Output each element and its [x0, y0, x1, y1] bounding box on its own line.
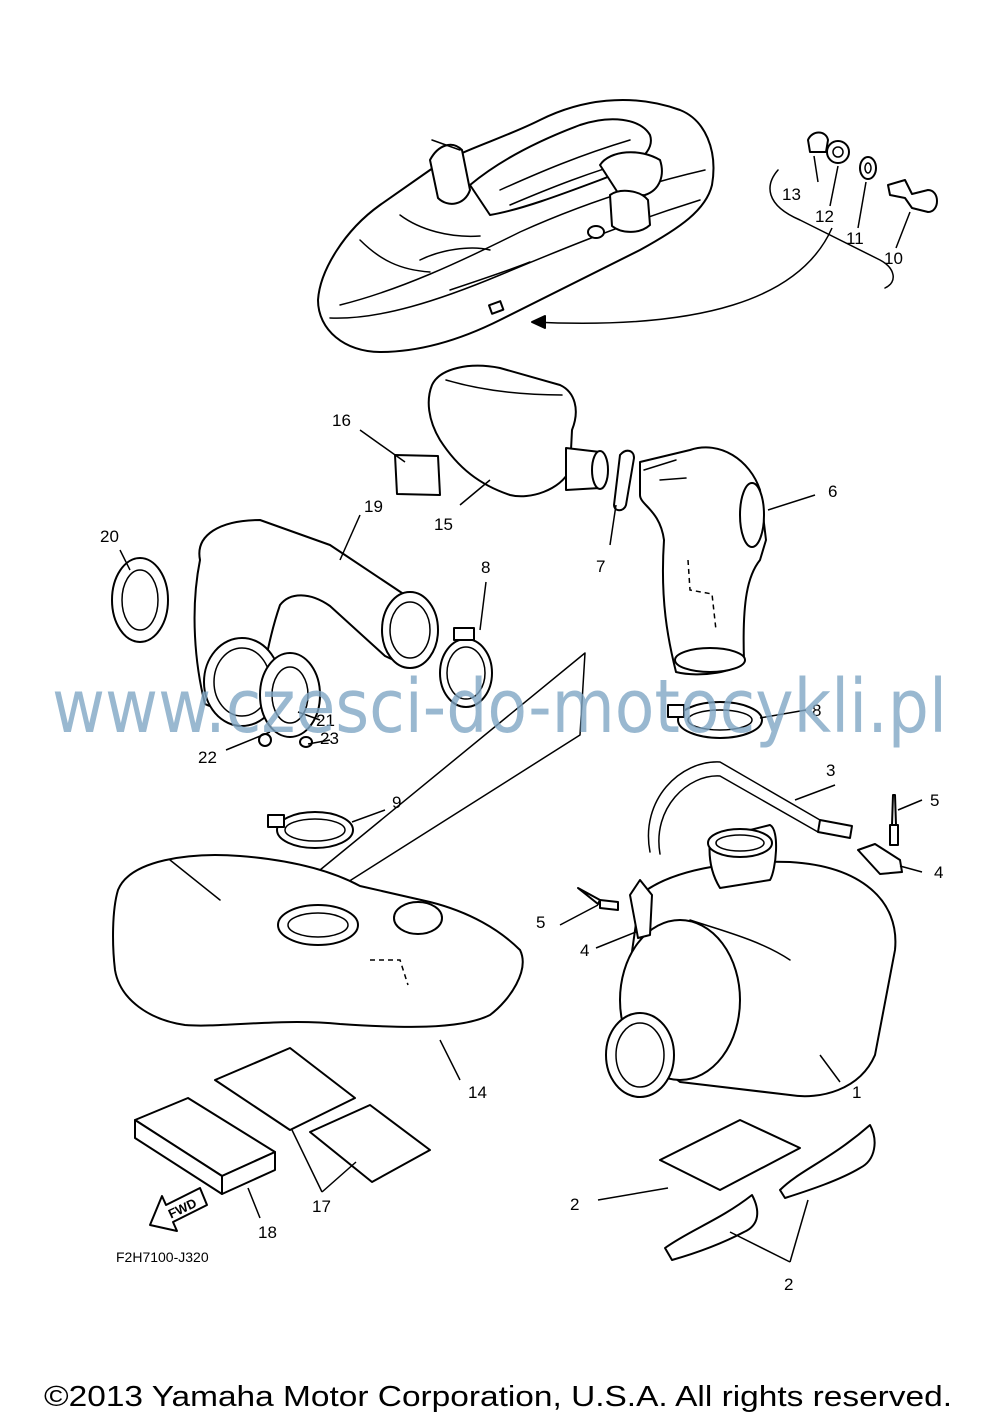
band-3: [647, 761, 853, 855]
airbox-1: [605, 824, 897, 1098]
block-18: [134, 1097, 276, 1195]
callout-12: 12: [815, 207, 834, 226]
washer-11: [859, 156, 877, 180]
callout-2: 2: [570, 1195, 579, 1214]
diagram-code: F2H7100-J320: [116, 1249, 209, 1265]
callout-21: 21: [316, 711, 335, 730]
callout-14: 14: [468, 1083, 487, 1102]
pad-16: [394, 454, 441, 496]
callout-15: 15: [434, 515, 453, 534]
clamp-8-left: [439, 627, 493, 708]
callout-18: 18: [258, 1223, 277, 1242]
callout-4: 4: [934, 863, 943, 882]
silencer-box-15: [394, 364, 609, 498]
callout-5: 5: [930, 791, 939, 810]
plate-21: [258, 652, 321, 748]
callout-9: 9: [392, 793, 401, 812]
callout-20: 20: [100, 527, 119, 546]
callout-1: 1: [852, 1083, 861, 1102]
callout-7: 7: [596, 557, 605, 576]
callout-16: 16: [332, 411, 351, 430]
nut-12: [826, 140, 850, 164]
clamp-7: [613, 449, 635, 512]
chamber-14: [112, 854, 524, 1028]
pads-2: [659, 1119, 876, 1261]
callout-11: 11: [846, 229, 864, 248]
clamp-9: [267, 811, 354, 849]
watermark: www.czesci-do-motocykli.pl: [52, 664, 947, 750]
callout-17: 17: [312, 1197, 331, 1216]
callout-22: 22: [198, 748, 217, 767]
bracket-4-right: [857, 794, 903, 875]
clamp-8-right: [667, 701, 763, 739]
callout-8: 8: [481, 558, 490, 577]
callout-13: 13: [782, 185, 801, 204]
callout-8: 8: [812, 701, 821, 720]
clip-13: [807, 131, 829, 153]
callout-10: 10: [884, 249, 903, 268]
callout-3: 3: [826, 761, 835, 780]
drain-plug-inset: [531, 131, 938, 329]
bracket-4-left: [577, 879, 653, 939]
fwd-arrow: FWD: [149, 1187, 208, 1232]
callout-4: 4: [580, 941, 589, 960]
leader-lines: [119, 155, 923, 1263]
callout-5: 5: [536, 913, 545, 932]
copyright-notice: ©2013 Yamaha Motor Corporation, U.S.A. A…: [44, 1381, 952, 1413]
callout-2: 2: [784, 1275, 793, 1294]
hose-6: [639, 446, 767, 676]
callout-19: 19: [364, 497, 383, 516]
drain-plug-10: [887, 179, 938, 213]
callout-numbers: 1 2 2 3 4 4 5 5 6 7 8 8 9 10 11 12 13 14…: [100, 185, 943, 1294]
ring-20: [111, 557, 169, 643]
watercraft-illustration: [317, 98, 715, 353]
callout-23: 23: [320, 729, 339, 748]
callout-6: 6: [828, 482, 837, 501]
